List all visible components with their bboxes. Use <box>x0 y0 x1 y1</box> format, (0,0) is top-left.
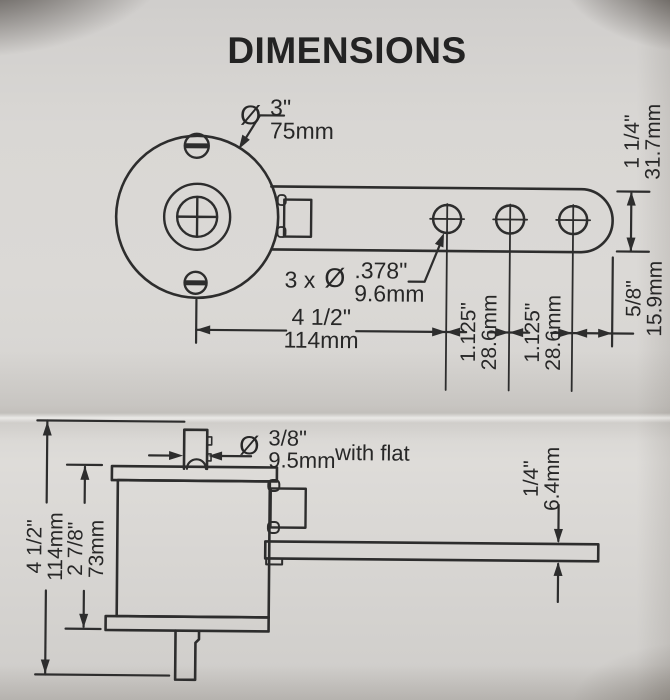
arrowhead <box>238 134 250 150</box>
phillips-screw-icon <box>176 196 218 237</box>
body-outline <box>115 478 272 619</box>
shaft-flat-note: with flat <box>334 440 410 466</box>
arrowhead <box>169 451 184 461</box>
dimension-label-overall-height: 4 1/2" 114mm <box>23 500 68 592</box>
arm-foot <box>265 557 284 566</box>
mounting-hole-1 <box>429 203 466 391</box>
dimension-label-shaft-diameter: Ø 3/8" 9.5mm <box>239 425 336 474</box>
connector-block <box>282 198 313 238</box>
arrowhead <box>208 451 223 461</box>
dim-mm-text: 31.7mm <box>641 103 666 180</box>
dim-mm-text: 6.4mm <box>540 446 565 512</box>
diameter-symbol: Ø <box>324 262 346 294</box>
mounting-hole-2 <box>492 203 529 392</box>
dimension-overall-height <box>34 419 186 677</box>
dim-inch-text: 5/8" <box>621 280 646 318</box>
dim-inch-text: 1.125" <box>520 302 544 363</box>
dim-inch-text: .378" <box>354 257 408 284</box>
dim-mm-text: 75mm <box>269 117 334 144</box>
dimension-arm-thickness <box>553 503 563 604</box>
bottom-shaft <box>173 629 201 682</box>
dim-mm-text: 9.5mm <box>268 447 336 474</box>
dimension-body-height <box>64 463 104 631</box>
dim-inch-text: 4 1/2" <box>22 519 47 574</box>
dimension-chain <box>194 256 635 348</box>
dim-mm-text: 28.6mm <box>541 294 566 371</box>
arm-side-view <box>263 540 600 563</box>
connector-tab <box>276 194 287 206</box>
dimension-label-arm-thickness: 1/4" 6.4mm <box>519 433 564 525</box>
dim-mm-text: 15.9mm <box>643 260 667 337</box>
connector-block-side <box>269 487 307 529</box>
mounting-hole-3 <box>555 204 592 392</box>
hole-count-text: 3 x <box>284 266 316 293</box>
dim-mm-text: 73mm <box>85 519 109 579</box>
diameter-symbol: Ø <box>239 430 260 461</box>
arm-outline <box>270 185 614 254</box>
dim-inch-text: 1/4" <box>519 460 543 498</box>
dimension-label-hole-to-end: 5/8" 15.9mm <box>622 253 667 345</box>
dimension-label-body-height: 2 7/8" 73mm <box>64 503 109 595</box>
dim-mm-text: 114mm <box>283 326 359 354</box>
dim-mm-text: 9.6mm <box>354 280 425 307</box>
dim-inch-text: 3" <box>270 94 292 121</box>
dim-mm-text: 28.6mm <box>477 294 502 371</box>
dimension-arm-width <box>615 190 651 253</box>
round-body-outline <box>114 134 280 300</box>
dimension-label-hole-spacing-a: 1.125" 28.6mm <box>456 286 502 378</box>
dimension-label-center-to-hole: 4 1/2" 114mm <box>278 304 364 354</box>
dim-inch-text: 1.125" <box>456 302 480 363</box>
page-title: DIMENSIONS <box>227 30 467 71</box>
leader-line <box>242 114 286 143</box>
dimension-label-body-diameter: Ø 3" 75mm <box>239 94 334 144</box>
top-view <box>114 114 651 392</box>
diameter-symbol: Ø <box>239 100 262 131</box>
connector-tab <box>267 478 281 492</box>
shaft-flat-mark <box>206 436 213 462</box>
connector-tab <box>266 520 280 534</box>
bottom-flange <box>104 614 270 633</box>
center-hub-outer <box>162 182 232 251</box>
dimension-label-arm-width: 1 1/4" 31.7mm <box>620 95 665 187</box>
dim-inch-text: 2 7/8" <box>63 521 87 576</box>
side-view <box>34 419 600 682</box>
top-shaft <box>182 428 209 471</box>
connector-tab <box>276 226 287 238</box>
leader-line <box>407 244 441 283</box>
dimension-label-mount-holes: 3 x Ø .378" 9.6mm <box>284 257 425 307</box>
arrowhead <box>434 232 445 248</box>
dimension-label-hole-spacing-b: 1.125" 28.6mm <box>520 287 566 379</box>
dim-inch-text: 1 1/4" <box>620 114 644 169</box>
